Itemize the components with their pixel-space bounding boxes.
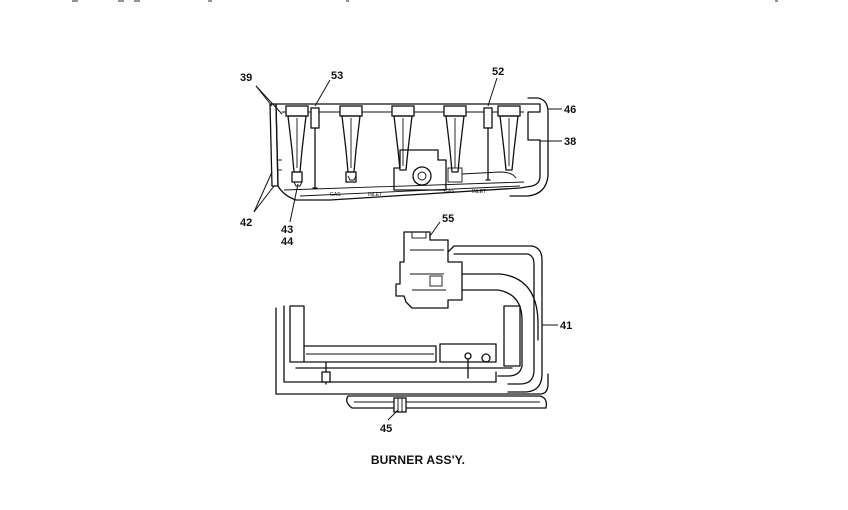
burner-tube-2 (339, 105, 363, 183)
burner-tube-5 (497, 105, 521, 171)
callout-55: 55 (442, 213, 454, 225)
burner-tube-4 (443, 105, 467, 173)
gas-control-valve (395, 231, 463, 309)
lower-burner-assembly (275, 231, 549, 413)
svg-text:INLET: INLET (368, 192, 382, 198)
callout-45: 45 (380, 423, 392, 435)
burner-tube-1 (285, 105, 309, 183)
callout-42: 42 (240, 217, 252, 229)
fitting-right (464, 352, 491, 379)
upper-burner-manifold: GAS INLET GAS INLET (269, 97, 549, 201)
callout-39: 39 (240, 72, 252, 84)
igniter-left (310, 107, 320, 189)
manifold-valve (393, 149, 517, 191)
svg-text:GAS: GAS (330, 192, 341, 198)
callout-46: 46 (564, 104, 576, 116)
diagram-caption: BURNER ASS'Y. (0, 453, 848, 467)
fitting-left (321, 361, 331, 385)
callout-38: 38 (564, 136, 576, 148)
svg-text:GAS: GAS (444, 189, 455, 195)
callout-41: 41 (560, 320, 572, 332)
callout-52: 52 (492, 66, 504, 78)
callout-44: 44 (281, 236, 294, 248)
svg-text:INLET: INLET (472, 189, 486, 195)
caption-text: BURNER ASS'Y. (370, 453, 466, 467)
callout-43: 43 (281, 224, 293, 236)
callout-labels: 39 53 52 46 38 42 43 44 55 41 45 (240, 66, 576, 435)
burner-tube-3 (391, 105, 415, 171)
callout-53: 53 (331, 70, 343, 82)
bottom-rod (346, 395, 548, 413)
igniter-right (483, 107, 493, 181)
callout-leaders (253, 77, 562, 421)
